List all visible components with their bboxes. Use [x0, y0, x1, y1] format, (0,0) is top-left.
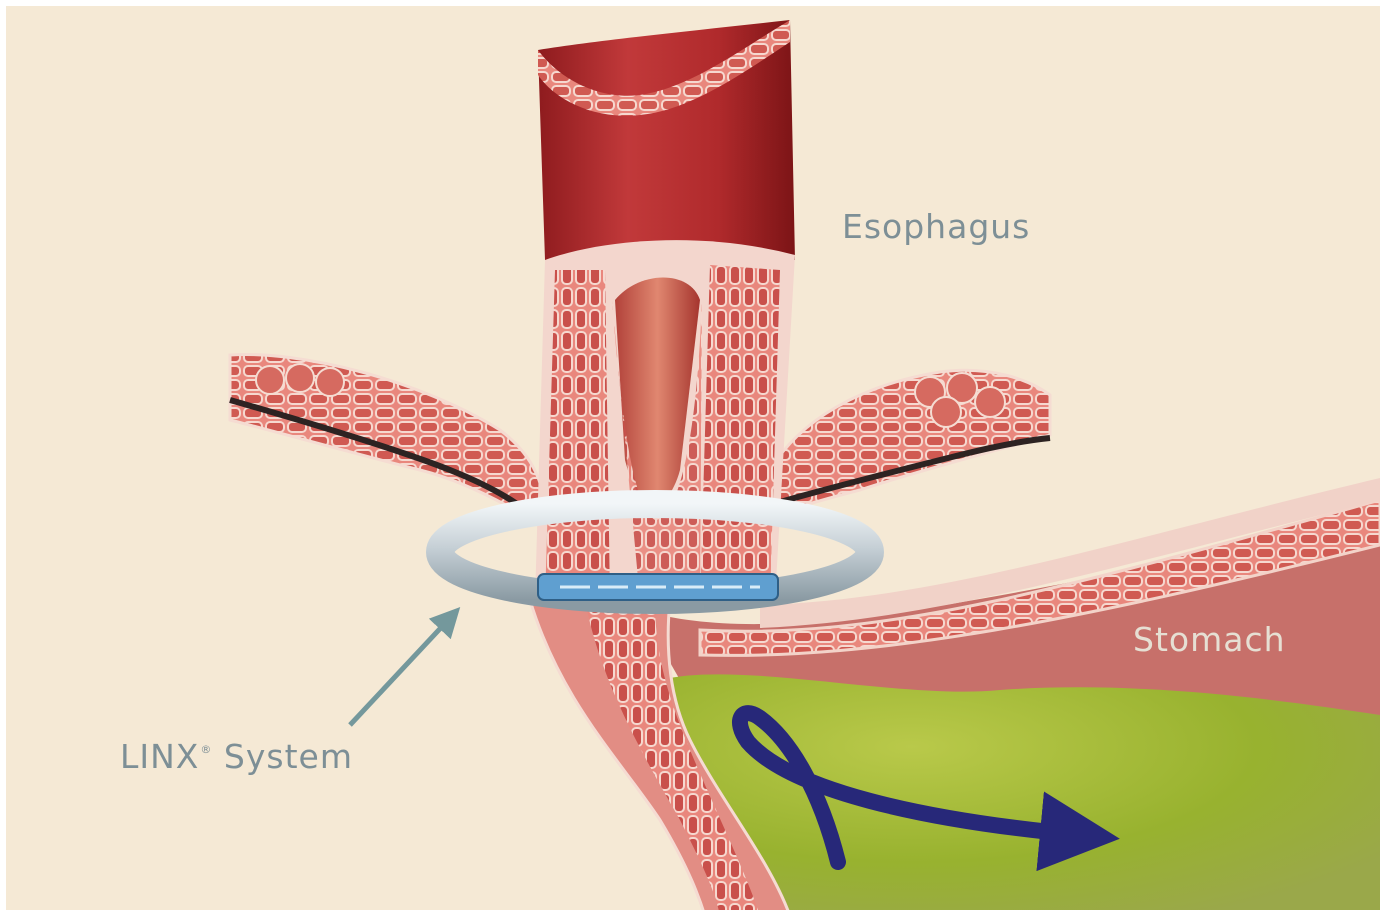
- esophagus-label: Esophagus: [842, 207, 1030, 246]
- esophagus-wall-left: [545, 270, 610, 600]
- stomach-label: Stomach: [1133, 620, 1286, 659]
- linx-suffix: System: [212, 737, 353, 776]
- esophagus-wall-right: [700, 265, 780, 600]
- linx-system-label: LINX® System: [120, 737, 353, 776]
- registered-mark: ®: [200, 743, 212, 756]
- linx-name: LINX: [120, 737, 199, 776]
